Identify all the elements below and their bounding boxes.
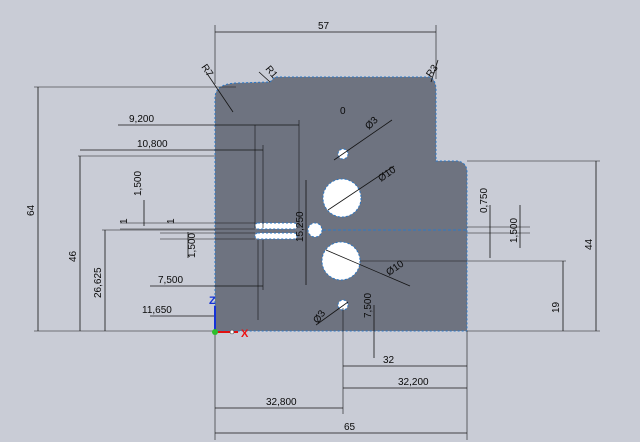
dim-1-b[interactable]: 1 [166, 218, 177, 224]
dim-0750[interactable]: 0,750 [479, 188, 490, 213]
dim-32200[interactable]: 32,200 [398, 377, 429, 388]
dim-1500-right[interactable]: 1,500 [509, 218, 520, 243]
axis-label-x: X [241, 328, 249, 340]
dim-7500-left[interactable]: 7,500 [158, 275, 183, 286]
dim-1500-a[interactable]: 1,500 [133, 171, 144, 196]
dim-height-26[interactable]: 26,625 [93, 267, 104, 298]
dim-1-a[interactable]: 1 [119, 218, 130, 224]
dim-overall-height[interactable]: 64 [26, 204, 37, 216]
dim-15250[interactable]: 15,250 [295, 211, 306, 242]
dim-1500-b[interactable]: 1,500 [187, 233, 198, 258]
dim-top-width[interactable]: 57 [318, 21, 330, 32]
dim-right-19[interactable]: 19 [551, 301, 562, 313]
axis-triad: Z X [209, 295, 249, 340]
dim-11650[interactable]: 11,650 [142, 305, 172, 316]
dim-32800[interactable]: 32,800 [266, 397, 297, 408]
slot-left[interactable] [254, 222, 298, 230]
dim-right-44[interactable]: 44 [584, 238, 595, 250]
dim-7500-center[interactable]: 7,500 [363, 293, 374, 318]
dim-radius-r7[interactable]: R7 [199, 62, 216, 79]
dim-bottom-width[interactable]: 65 [344, 422, 356, 433]
dim-10800[interactable]: 10,800 [137, 139, 168, 150]
hole-d10-top[interactable] [322, 178, 362, 218]
slot-left-lower[interactable] [254, 232, 298, 240]
dim-9200[interactable]: 9,200 [129, 114, 154, 125]
dim-height-46[interactable]: 46 [68, 250, 79, 262]
dim-32[interactable]: 32 [383, 355, 395, 366]
origin-label: 0 [340, 106, 346, 117]
hole-d10-bottom[interactable] [321, 241, 361, 281]
dimension-lines [34, 25, 600, 440]
hole-small-center[interactable] [307, 222, 323, 238]
axis-label-z: Z [209, 295, 216, 307]
